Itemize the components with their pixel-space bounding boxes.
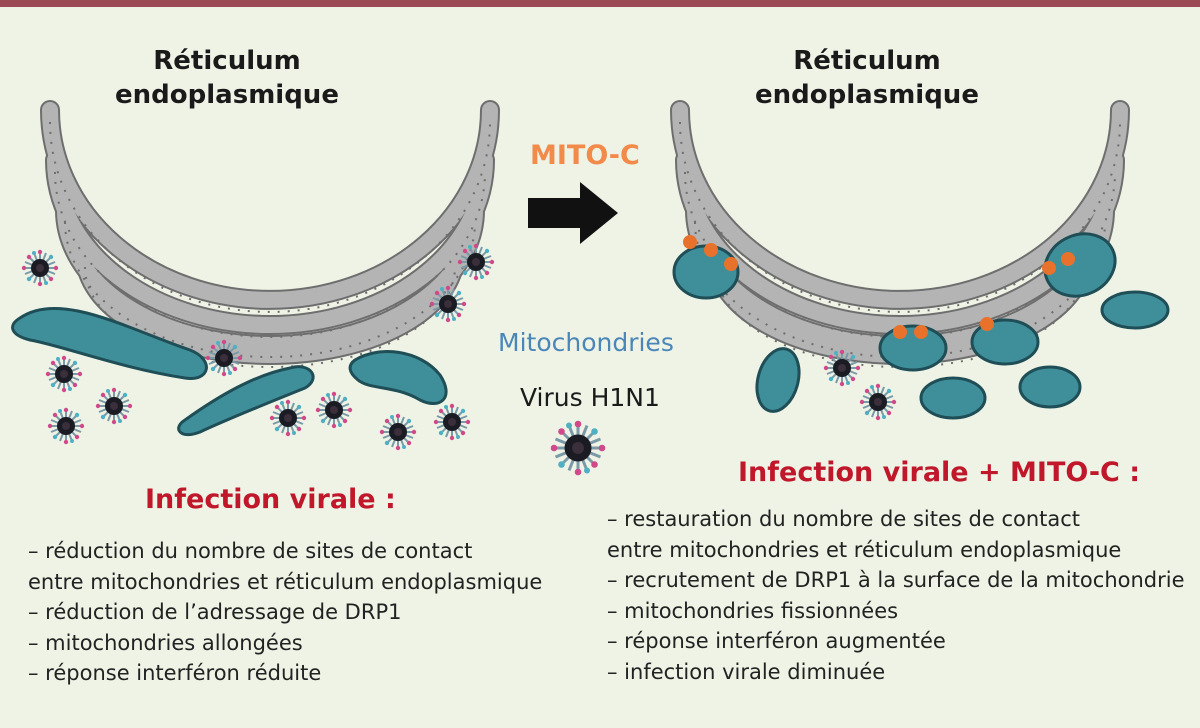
bullet-item: – infection virale diminuée (607, 659, 886, 684)
bullet-item: – réduction de l’adressage de DRP1 (28, 600, 402, 624)
mitochondrion-fissioned (919, 376, 987, 420)
mitochondrion-elongated (348, 350, 448, 406)
bullets-right: – restauration du nombre de sites de con… (607, 504, 1185, 687)
virus-legend-icon (549, 419, 607, 477)
bullet-item: entre mitochondries et réticulum endopla… (607, 537, 1122, 562)
bullets-left: – réduction du nombre de sites de contac… (28, 536, 542, 689)
mitochondrion-fissioned (1043, 232, 1117, 298)
bullet-item: – réponse interféron réduite (28, 661, 322, 685)
mitochondrion-fissioned (755, 347, 801, 413)
bullet-item: – recrutement de DRP1 à la surface de la… (607, 568, 1185, 592)
mito-c-label: MITO-C (530, 140, 640, 171)
mitochondria-label: Mitochondries (498, 328, 674, 357)
mitochondrion-fissioned (1100, 290, 1170, 330)
heading-right: Infection virale + MITO-C : (738, 457, 1141, 488)
top-accent-bar (0, 0, 1200, 7)
bullet-item: – mitochondries allongées (28, 630, 303, 655)
mitochondrion-fissioned (970, 318, 1040, 366)
bullet-item: – réduction du nombre de sites de contac… (28, 539, 473, 563)
mitochondrion-elongated (177, 365, 315, 437)
mitochondrion-fissioned (1018, 365, 1082, 409)
arrow-icon (528, 182, 618, 244)
bullet-item: – réponse interféron augmentée (607, 629, 946, 653)
bullet-item: – mitochondries fissionnées (607, 598, 899, 623)
drp1-dots (683, 235, 1075, 339)
bullet-item: – restauration du nombre de sites de con… (607, 507, 1081, 531)
mitochondria-left (11, 307, 448, 437)
mitochondrion-fissioned (878, 324, 948, 372)
mitochondrion-elongated (11, 307, 208, 380)
bullet-item: entre mitochondries et réticulum endopla… (28, 569, 543, 594)
heading-left: Infection virale : (145, 484, 396, 515)
virus-label: Virus H1N1 (520, 383, 660, 412)
er-left (40, 100, 500, 368)
